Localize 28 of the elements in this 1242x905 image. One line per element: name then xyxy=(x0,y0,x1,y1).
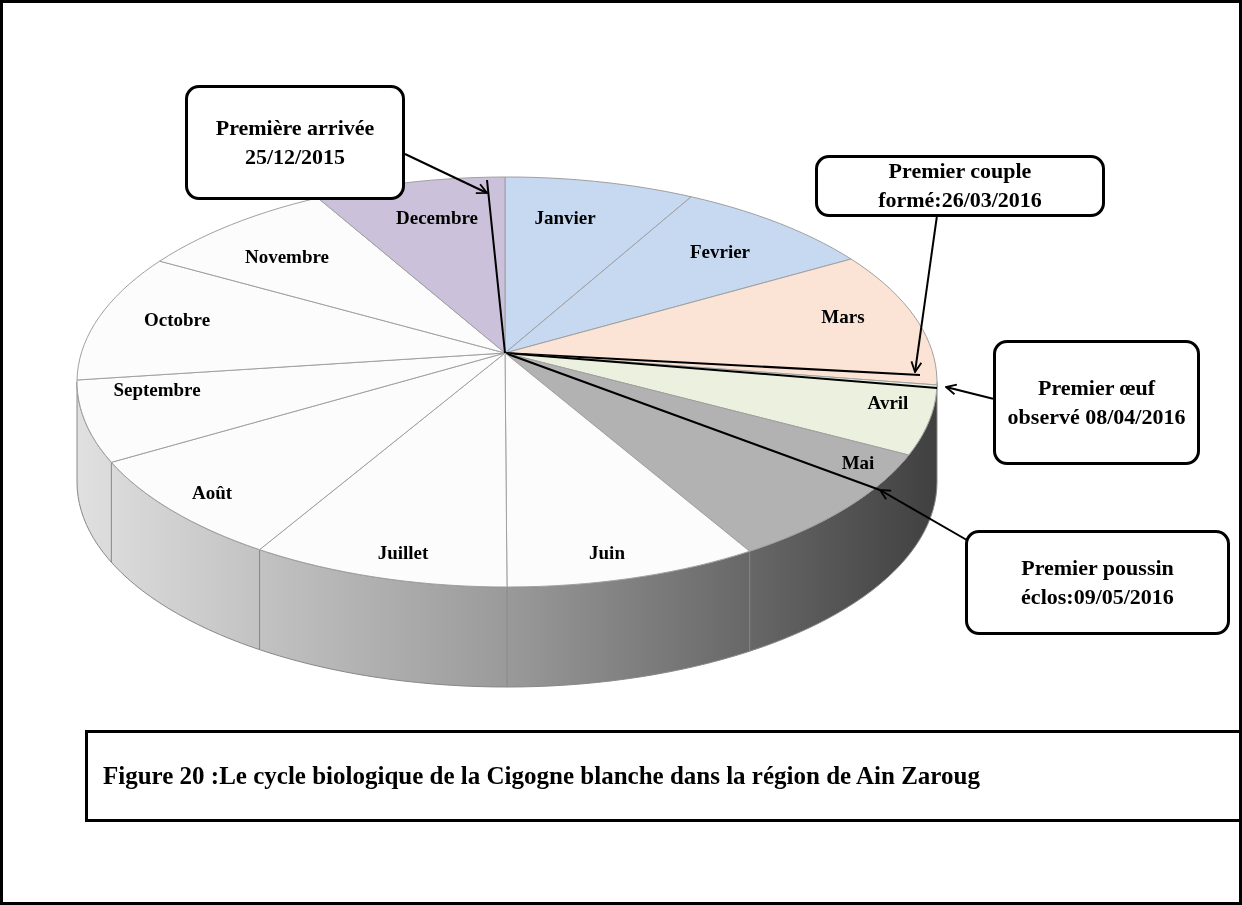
slice-label: Decembre xyxy=(396,205,478,230)
slice-label: Janvier xyxy=(534,205,596,230)
slice-label: Mars xyxy=(821,304,865,329)
pie-slice xyxy=(504,352,938,456)
callout-box xyxy=(965,530,1230,635)
slice-label: Juin xyxy=(589,540,625,565)
callout-box xyxy=(185,85,405,200)
pie-slice xyxy=(504,176,692,354)
callout-box xyxy=(815,155,1105,217)
callout-text: Premier couple formé:26/03/2016 xyxy=(877,157,1043,214)
callout-box xyxy=(993,340,1200,465)
slice-label: Septembre xyxy=(113,377,201,402)
slice-label: Mai xyxy=(841,450,875,475)
slice-label: Avril xyxy=(867,390,909,415)
pie-slice xyxy=(504,352,751,588)
callout-text: Premier poussin éclos:09/05/2016 xyxy=(1020,553,1175,611)
slice-label: Novembre xyxy=(244,244,330,269)
figure-caption: Figure 20 :Le cycle biologique de la Cigogne blanche dans la région de Ain Zaroug xyxy=(103,761,980,792)
pie-slice xyxy=(259,352,508,588)
slice-label: Août xyxy=(191,480,233,505)
slice-label: Juillet xyxy=(377,540,429,565)
callout-text: Première arrivée 25/12/2015 xyxy=(214,113,376,171)
callout-text: Premier œuf observé 08/04/2016 xyxy=(1006,373,1187,431)
arrow xyxy=(910,216,938,373)
arrow xyxy=(945,383,994,400)
slice-label: Octobre xyxy=(143,307,211,332)
arrow xyxy=(404,153,488,195)
slice-label: Fevrier xyxy=(689,239,751,264)
